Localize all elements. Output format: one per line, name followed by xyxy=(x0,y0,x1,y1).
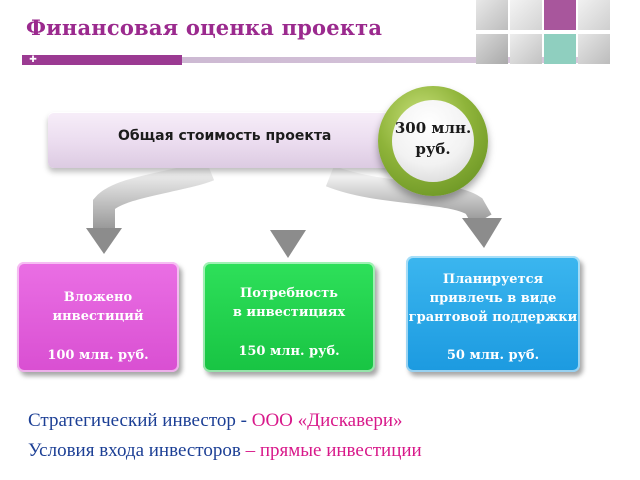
slide-title: Финансовая оценка проекта xyxy=(26,15,383,40)
investment-need-box: Потребность в инвестициях 150 млн. руб. xyxy=(203,262,375,372)
total-cost-bar xyxy=(48,112,428,168)
decor-tile xyxy=(510,34,542,64)
grant-label: Планируется привлечь в виде грантовой по… xyxy=(408,272,578,325)
decor-tile xyxy=(544,0,576,30)
total-cost-circle-inner xyxy=(392,100,474,182)
entry-conditions-label: Условия входа инвесторов xyxy=(28,440,241,461)
entry-conditions-line: Условия входа инвесторов – прямые инвест… xyxy=(28,440,422,462)
decor-tile xyxy=(578,34,610,64)
decor-tile xyxy=(510,0,542,30)
entry-conditions-separator: – xyxy=(245,440,256,461)
investment-need-value: 150 млн. руб. xyxy=(238,344,340,359)
strategic-investor-name: ООО «Дискавери» xyxy=(251,410,403,431)
invested-label: Вложено инвестиций xyxy=(52,290,144,324)
invested-value: 100 млн. руб. xyxy=(47,348,149,363)
investment-need-label: Потребность в инвестициях xyxy=(232,286,346,320)
grant-value: 50 млн. руб. xyxy=(446,348,540,363)
title-underline xyxy=(22,57,610,63)
plus-mark-icon: ✚ xyxy=(29,55,37,65)
strategic-investor-label: Стратегический инвестор xyxy=(28,410,236,431)
decor-tile xyxy=(578,0,610,30)
decor-tile xyxy=(476,0,508,30)
decor-tile xyxy=(476,34,508,64)
title-underline-accent xyxy=(22,55,182,65)
arrow-center xyxy=(270,170,306,258)
decorative-tiles xyxy=(476,0,612,66)
total-cost-value: 300 млн. руб. xyxy=(394,119,472,158)
strategic-investor-line: Стратегический инвестор - ООО «Дискавери… xyxy=(28,410,403,432)
grant-box: Планируется привлечь в виде грантовой по… xyxy=(406,256,580,372)
invested-box: Вложено инвестиций 100 млн. руб. xyxy=(17,262,179,372)
arrow-left xyxy=(86,159,215,254)
decor-tile xyxy=(544,34,576,64)
strategic-investor-separator: - xyxy=(240,410,247,431)
entry-conditions-value: прямые инвестиции xyxy=(259,440,422,461)
total-cost-label: Общая стоимость проекта xyxy=(118,128,332,144)
